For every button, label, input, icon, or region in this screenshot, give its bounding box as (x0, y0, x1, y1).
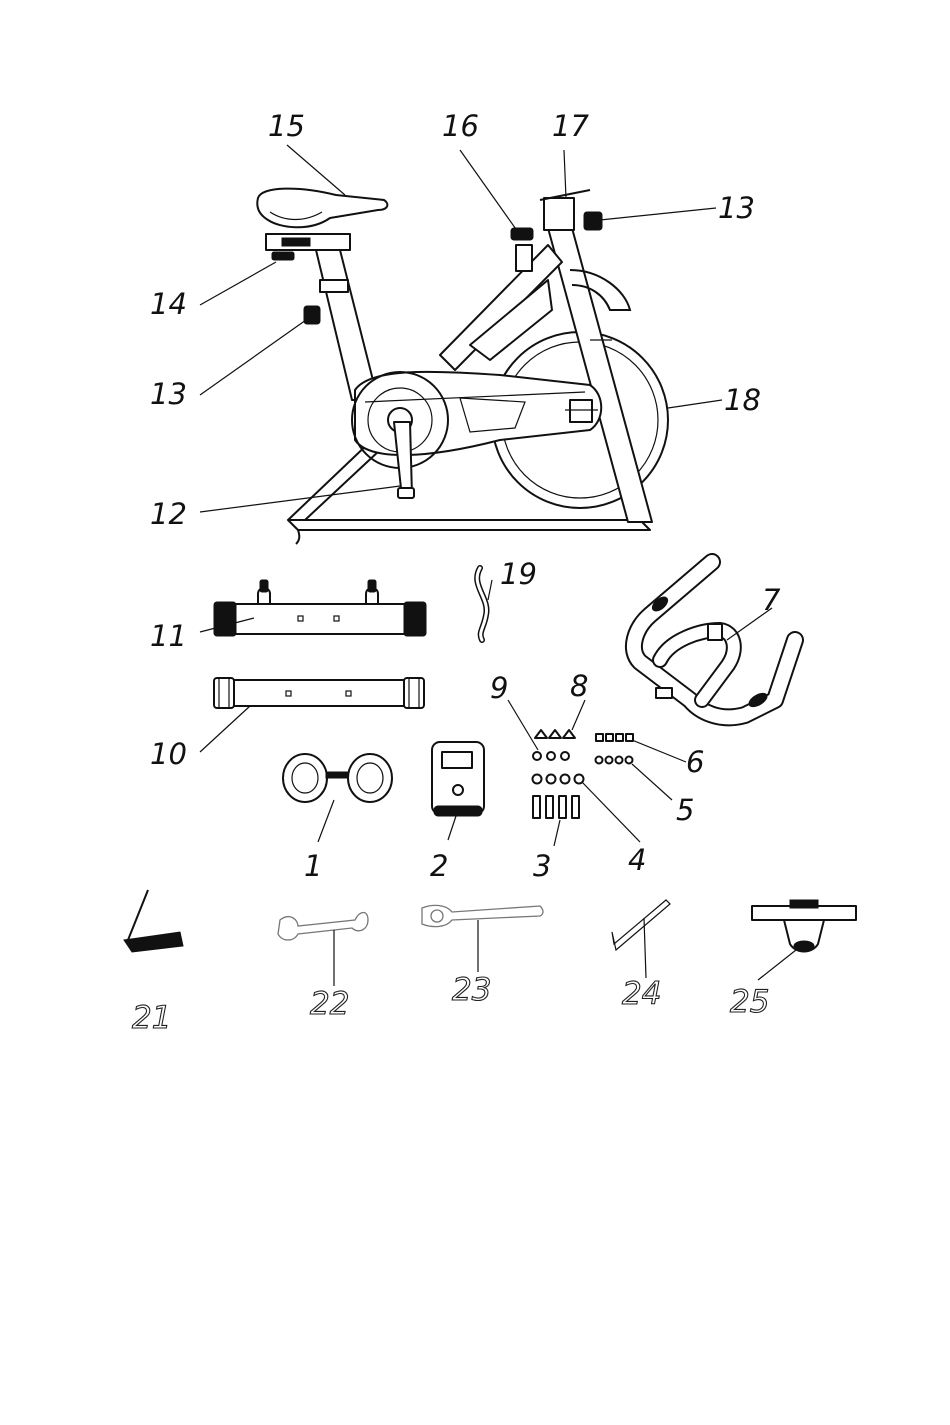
label-6: 6 (686, 745, 704, 779)
label-11: 11 (150, 619, 187, 653)
label-22: 22 (310, 986, 349, 1022)
label-18: 18 (724, 383, 761, 417)
label-19: 19 (500, 557, 537, 591)
part-1-pedals (283, 754, 392, 802)
hardware-small-parts (533, 730, 634, 818)
part-25-cage (752, 900, 856, 952)
part-4-washers (533, 775, 584, 784)
part-10-front-stabilizer (214, 678, 424, 708)
label-13-top: 13 (718, 191, 755, 225)
label-10: 10 (150, 737, 187, 771)
part-3-bolts (533, 796, 579, 818)
part-9-washers (533, 752, 569, 760)
label-15: 15 (268, 109, 305, 143)
part-8-caps (535, 730, 575, 738)
label-25: 25 (730, 984, 769, 1020)
part-24-hex-key (612, 900, 670, 950)
label-7: 7 (762, 583, 781, 617)
part-22-open-wrench (278, 913, 368, 941)
exercise-bike-assembly (257, 189, 668, 544)
label-17: 17 (552, 109, 589, 143)
label-4: 4 (628, 843, 646, 877)
part-21-tool (124, 890, 183, 952)
label-16: 16 (442, 109, 479, 143)
label-8: 8 (570, 669, 588, 703)
part-5-nuts (596, 757, 633, 764)
label-13-seat: 13 (150, 377, 187, 411)
part-11-stabilizer-with-wheels (214, 580, 426, 636)
label-2: 2 (430, 849, 448, 883)
label-12: 12 (150, 497, 187, 531)
label-3: 3 (533, 849, 551, 883)
label-9: 9 (490, 671, 508, 705)
part-23-multi-wrench (422, 905, 543, 926)
part-2-console (432, 742, 484, 816)
label-24: 24 (622, 976, 661, 1012)
label-14: 14 (150, 287, 187, 321)
label-23: 23 (452, 972, 491, 1008)
label-5: 5 (676, 793, 694, 827)
label-1: 1 (304, 849, 322, 883)
part-6-bolts (596, 734, 633, 741)
label-21: 21 (132, 1000, 171, 1036)
